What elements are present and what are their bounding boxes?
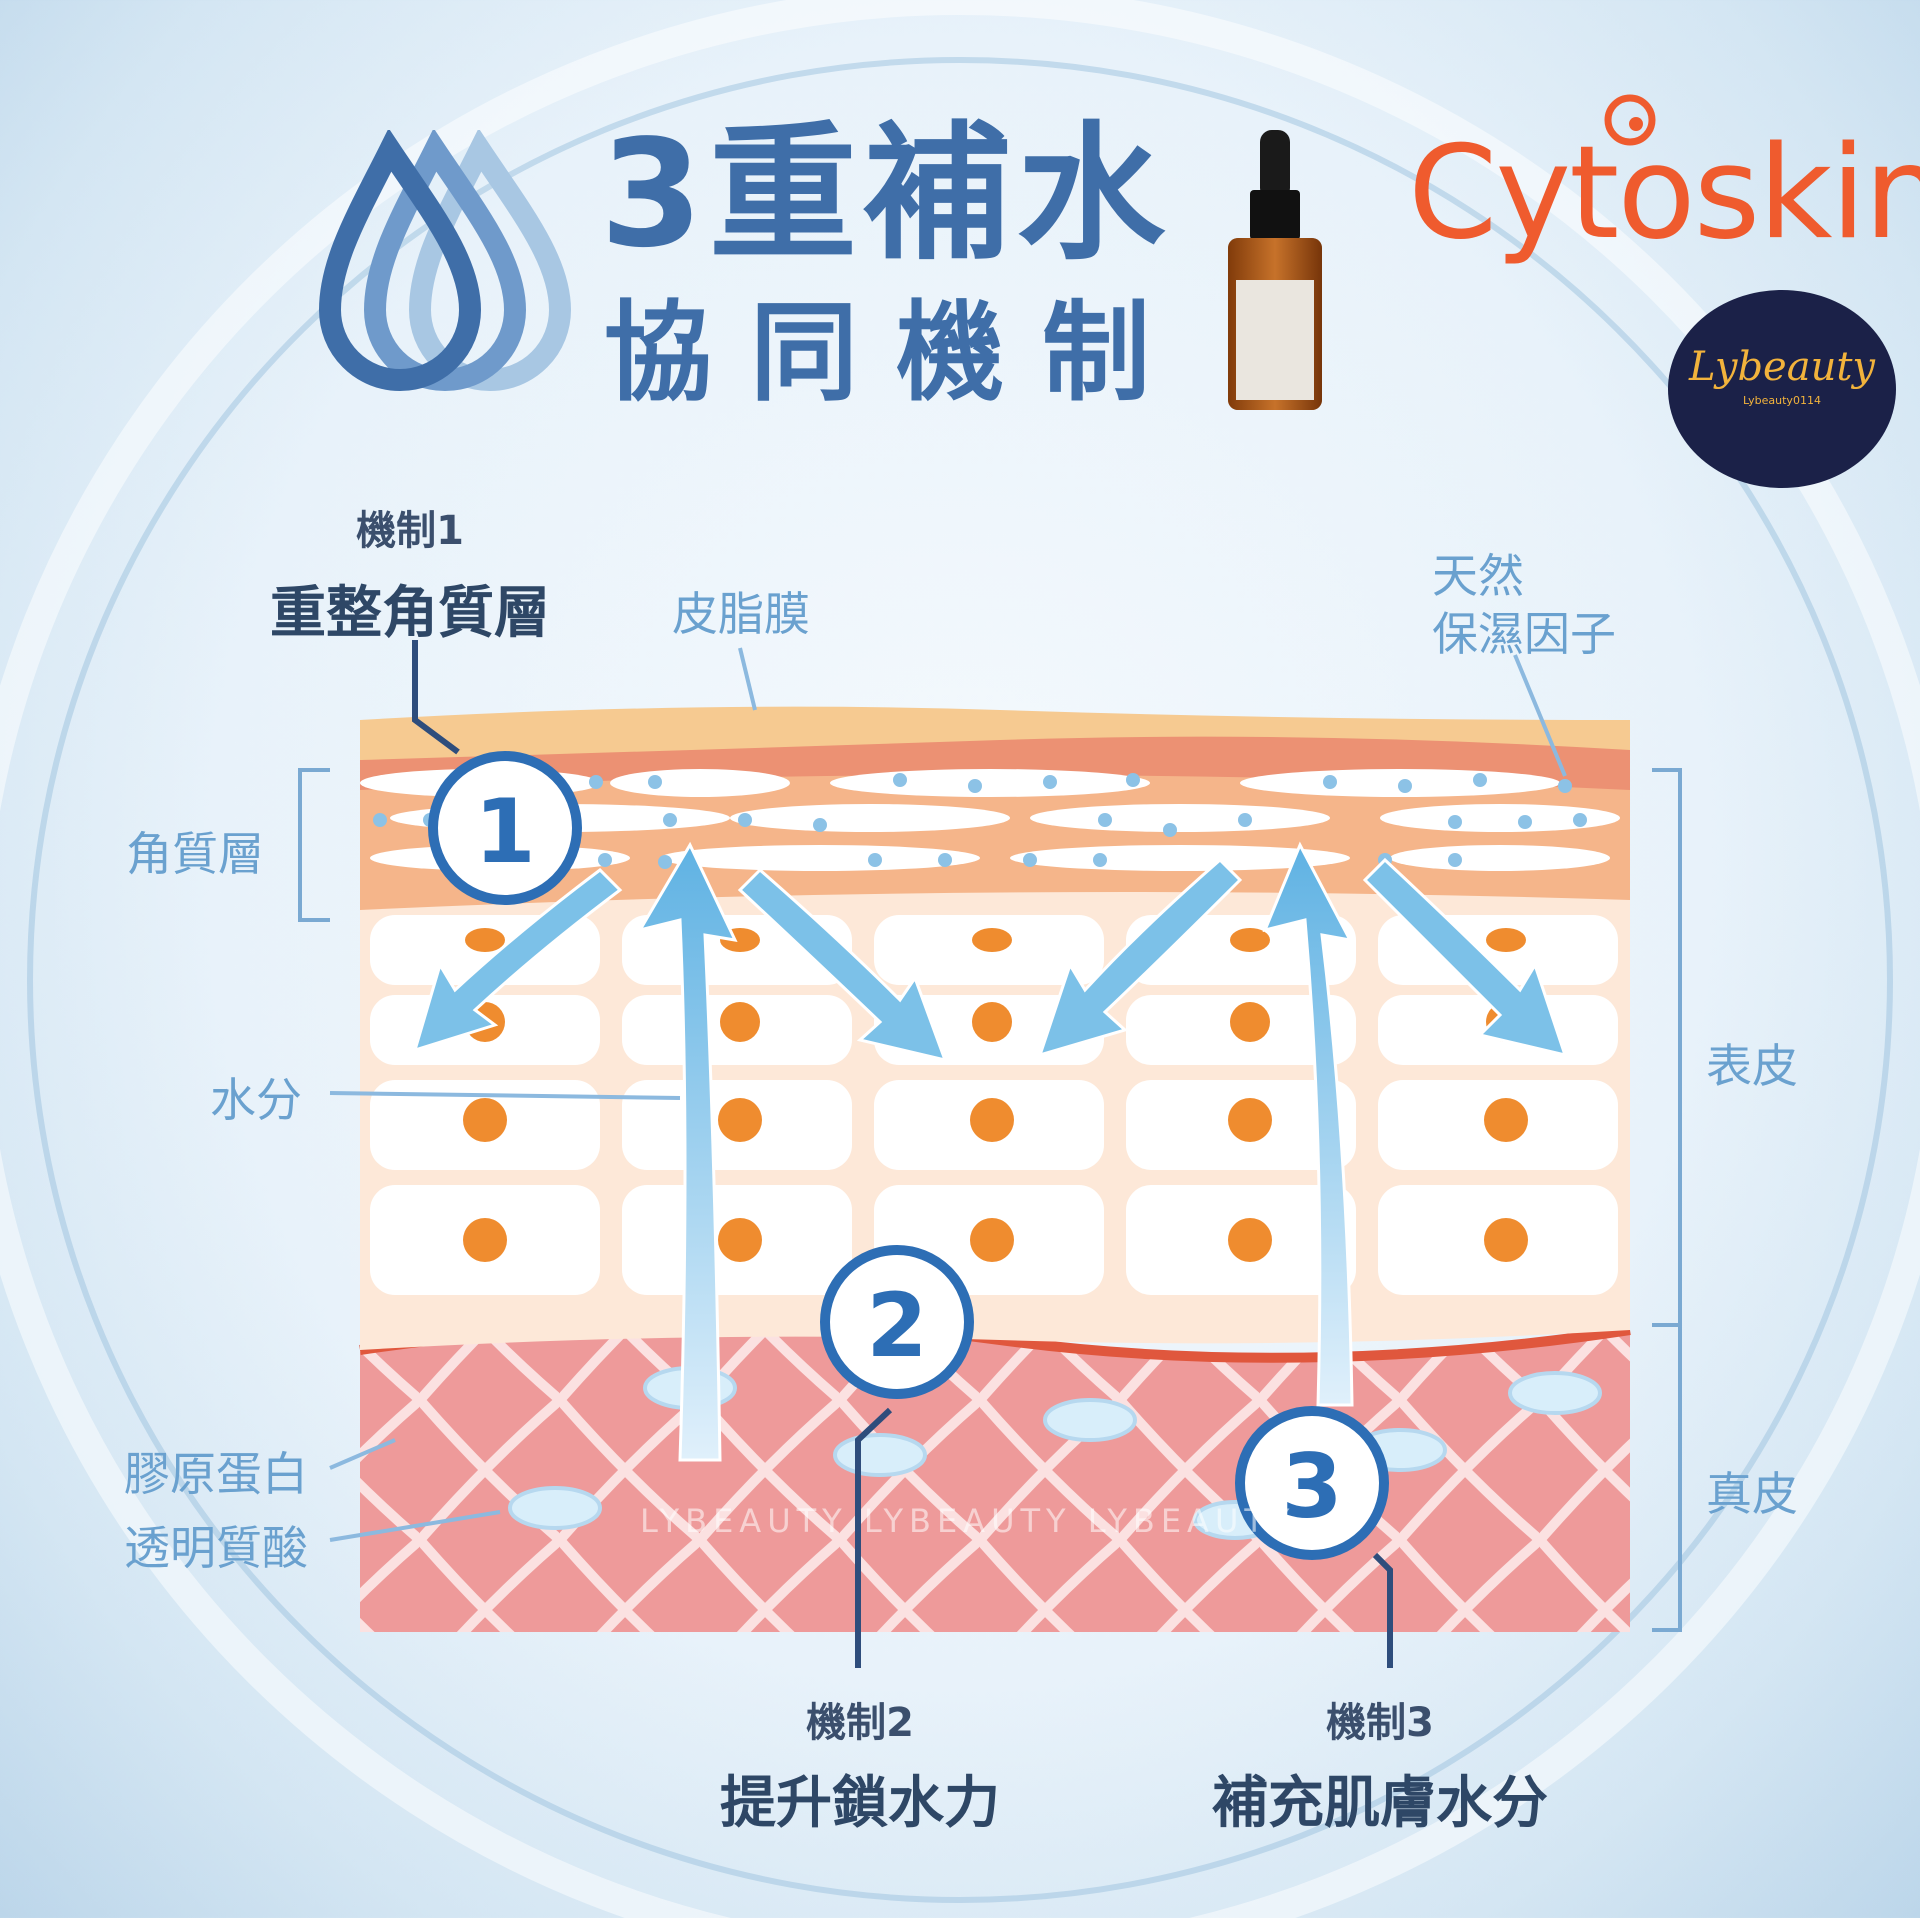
mechanism-1-number: 1 [474, 780, 536, 883]
stratum-corneum-label: 角質層 [126, 827, 264, 881]
cell-nuclei [463, 928, 1528, 1262]
mechanism-2-caption: 機制2 [806, 1700, 914, 1746]
mechanism-1-caption: 機制1 [356, 508, 464, 554]
badge-handle: Lybeauty0114 [1743, 394, 1821, 407]
brand-logo-mark-icon [1604, 94, 1656, 146]
badge-name: Lybeauty [1688, 344, 1875, 390]
page-title: 3重補水 [600, 108, 1171, 280]
page-subtitle: 協同機制 [604, 291, 1189, 416]
water-arrows [412, 841, 1568, 1462]
mechanism-3-caption: 機制3 [1326, 1700, 1434, 1746]
mechanism-1-title: 重整角質層 [270, 581, 550, 646]
brand-logo: CytoskinTM [1408, 119, 1920, 268]
mechanism-circles [428, 751, 1389, 1560]
mechanism-2-number: 2 [866, 1274, 928, 1377]
collagen-label: 膠原蛋白 [124, 1447, 308, 1501]
lybeauty-badge [1668, 290, 1896, 488]
water-drops-icon [318, 130, 572, 391]
nmf-label-line1: 天然 [1432, 549, 1524, 603]
water-label: 水分 [210, 1073, 302, 1127]
mechanism-2-title: 提升鎖水力 [720, 1771, 1000, 1836]
nmf-label-line2: 保濕因子 [1432, 607, 1616, 661]
dermis-label: 真皮 [1706, 1467, 1798, 1521]
hyaluronic-label: 透明質酸 [124, 1521, 308, 1575]
mechanism-3-number: 3 [1281, 1435, 1343, 1538]
sebum-label: 皮脂膜 [672, 587, 810, 641]
epidermis-label: 表皮 [1706, 1039, 1798, 1093]
watermark: LYBEAUTY LYBEAUTY LYBEAUTY [640, 1502, 1296, 1540]
mechanism-3-title: 補充肌膚水分 [1212, 1771, 1548, 1836]
serum-bottle-icon [1228, 130, 1322, 410]
